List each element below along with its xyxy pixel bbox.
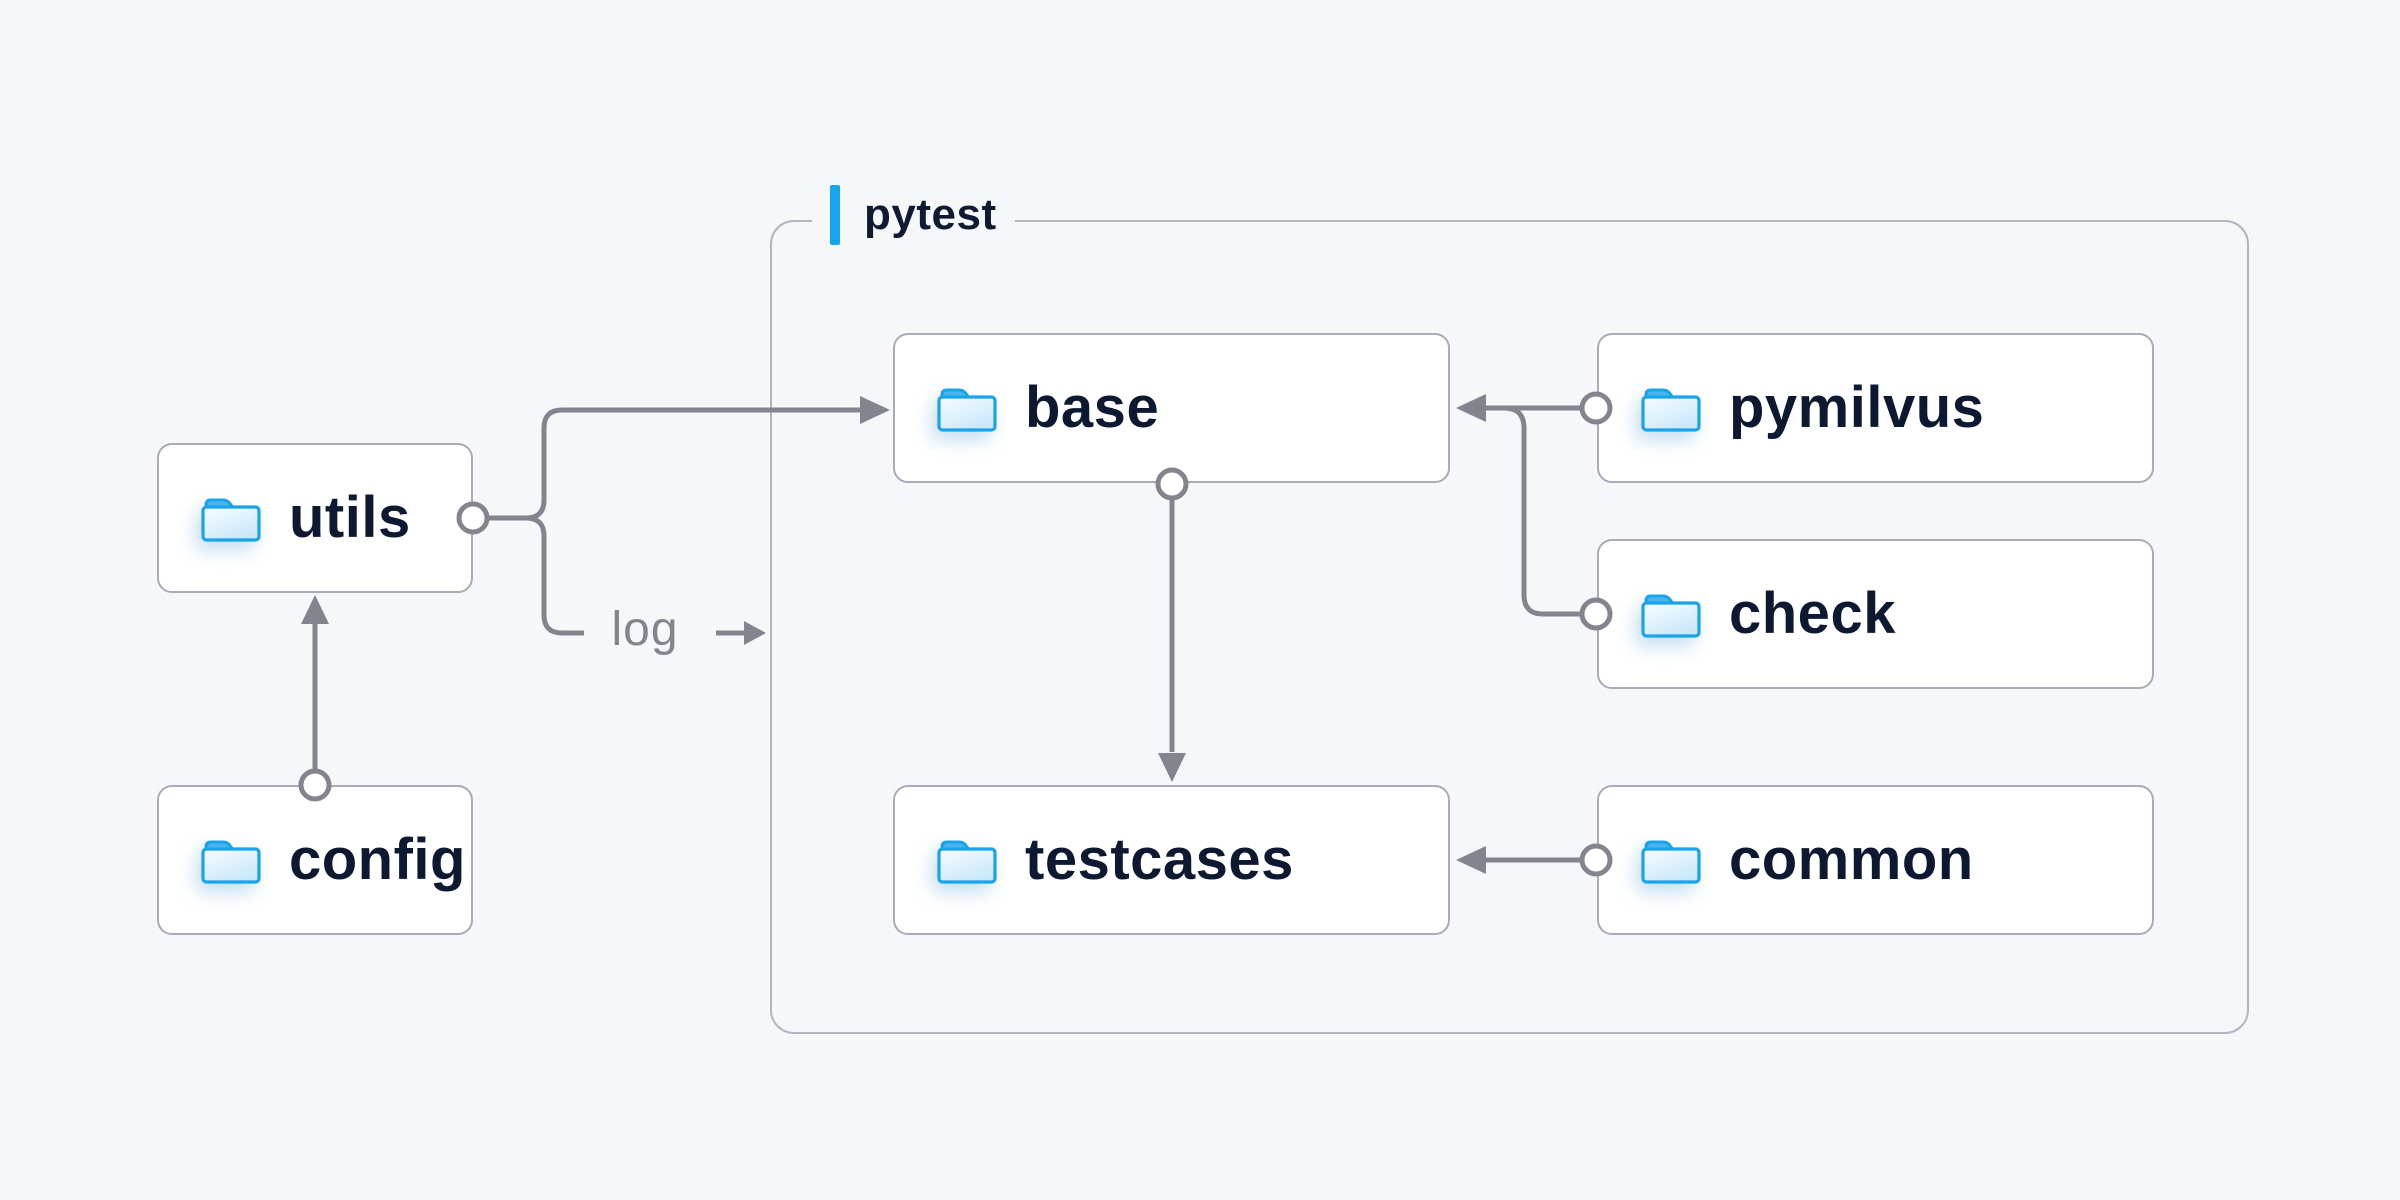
node-check: check (1597, 539, 2154, 689)
node-pymilvus: pymilvus (1597, 333, 2154, 483)
folder-icon (937, 388, 997, 432)
pytest-group (770, 220, 2249, 1034)
accent-bar-icon (830, 185, 840, 245)
node-label: utils (289, 485, 411, 550)
pytest-group-label: pytest (812, 184, 1015, 246)
folder-icon (201, 840, 261, 884)
node-label: check (1729, 581, 1896, 646)
node-base: base (893, 333, 1450, 483)
node-label: base (1025, 375, 1160, 440)
node-label: pymilvus (1729, 375, 1985, 440)
folder-icon (937, 840, 997, 884)
node-label: config (289, 827, 466, 892)
node-utils: utils (157, 443, 473, 593)
node-config: config (157, 785, 473, 935)
edge-label-log: log (611, 603, 679, 656)
log-arrowhead-icon (744, 621, 766, 645)
folder-icon (1641, 594, 1701, 638)
folder-icon (1641, 388, 1701, 432)
edge-config-utils (298, 595, 332, 802)
node-testcases: testcases (893, 785, 1450, 935)
pytest-group-title: pytest (864, 190, 997, 239)
folder-icon (1641, 840, 1701, 884)
node-common: common (1597, 785, 2154, 935)
node-label: common (1729, 827, 1974, 892)
node-label: testcases (1025, 827, 1294, 892)
arrowhead-icon (301, 595, 329, 624)
folder-icon (201, 498, 261, 542)
